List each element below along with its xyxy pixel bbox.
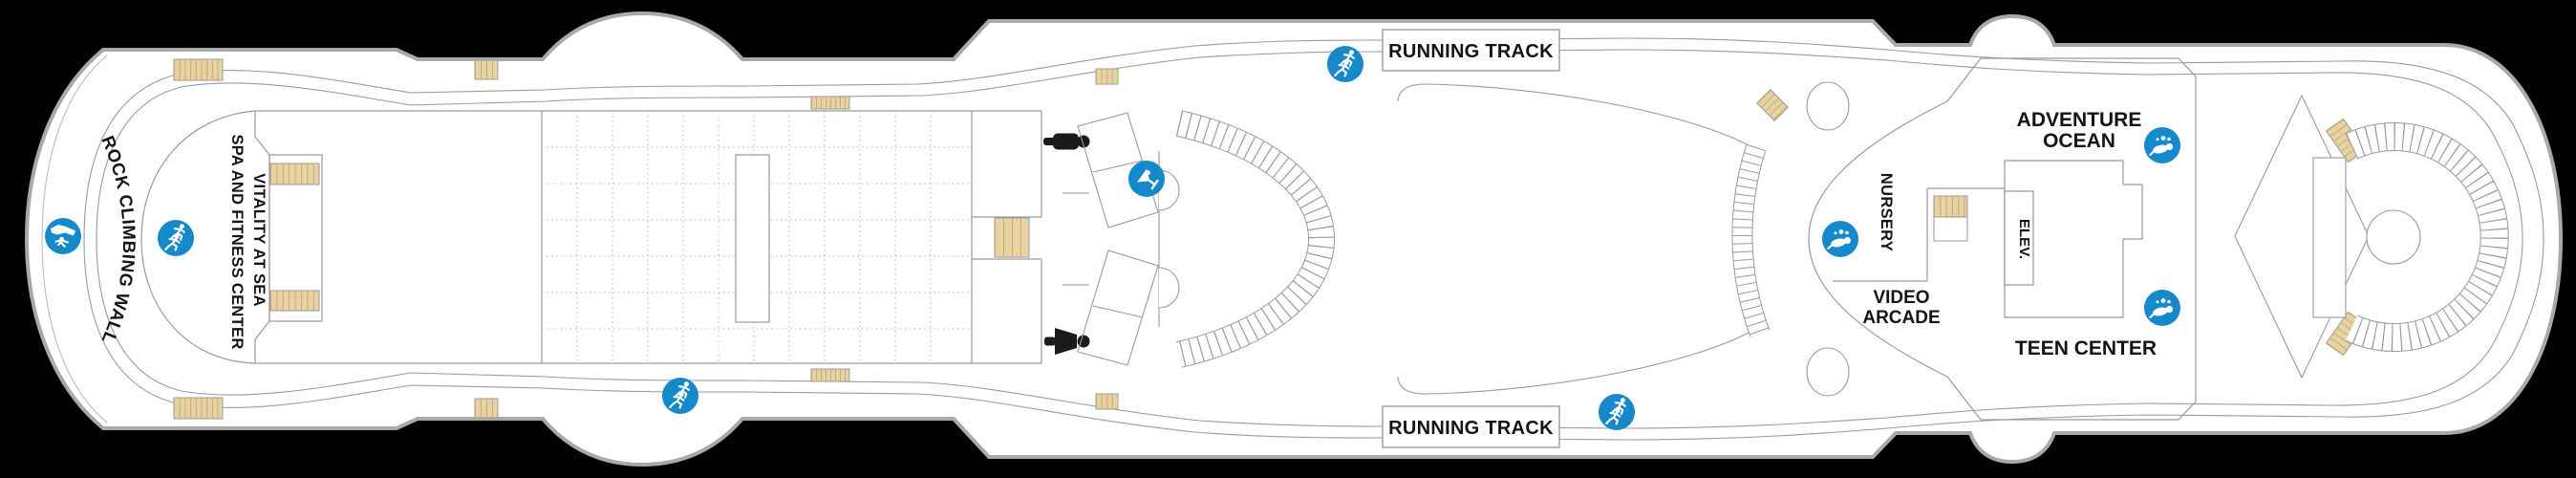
runners-icon-track-bottom (1599, 394, 1635, 430)
kids-play-icon-ao-top (2144, 127, 2180, 163)
venue-icons (45, 46, 2180, 430)
hull-outline (24, 11, 2564, 467)
bow-structure (2312, 157, 2347, 318)
stairs-spa-top (269, 163, 320, 185)
stairs-nursery (1933, 195, 1968, 242)
stairs-main-center (994, 217, 1030, 258)
runners-icon-court (662, 378, 698, 414)
martini-icon (1128, 161, 1165, 197)
runners-icon-track-top (1327, 46, 1363, 82)
spa-horseshoe-wall (140, 110, 256, 364)
funnel-circle-top (1806, 81, 1850, 131)
complex-outline (1808, 57, 2197, 421)
stairs-track-top (1095, 68, 1119, 85)
stairs-deck-top-small (474, 59, 499, 80)
adventure-ocean-complex (1808, 57, 2197, 421)
nursery-label: NURSERY (1878, 173, 1895, 251)
spa-stairwell-enclosure (268, 154, 323, 322)
adventure-ocean-label-line1: ADVENTURE (2017, 109, 2142, 131)
amphitheater (1063, 110, 1336, 368)
video-arcade-label-line2: ARCADE (1862, 308, 1940, 328)
video-arcade-label-line1: VIDEO (1873, 288, 1929, 308)
bow-area (2234, 94, 2509, 380)
stairs-stern-bottom (173, 397, 224, 420)
seating-quad-bottom (1077, 250, 1159, 366)
adventure-ocean-label-line2: OCEAN (2043, 130, 2115, 152)
stairs (173, 58, 2367, 420)
runners-icon-fitness (158, 220, 194, 256)
elevator-shaft (2004, 190, 2034, 286)
stern-bulwark-line (41, 54, 108, 424)
stairs-angled-middeck (1756, 89, 1789, 121)
male-restroom-icon (1043, 133, 1090, 150)
stairs-spa-bottom (269, 290, 320, 312)
kids-play-icon-ao-bottom (2144, 290, 2180, 326)
stage-bump-bottom (1158, 267, 1180, 309)
middeck-boundary (1397, 83, 1751, 395)
svg-text:RUNNING TRACK: RUNNING TRACK (1388, 418, 1554, 439)
running-track-label-bottom: RUNNING TRACK (1382, 405, 1560, 448)
spa-label-line2: SPA AND FITNESS CENTER (228, 134, 246, 349)
stairs-court-top (810, 96, 850, 110)
stairs-stern-top (173, 58, 224, 81)
bow-circle (2366, 209, 2421, 265)
svg-text:RUNNING TRACK: RUNNING TRACK (1388, 41, 1554, 62)
stairs-track-bottom (1095, 393, 1119, 410)
winding-staircase (1731, 143, 1771, 337)
seating-ticks (1063, 192, 1089, 286)
running-track-label-top: RUNNING TRACK (1382, 29, 1560, 72)
running-track-lane (83, 37, 2544, 441)
rock-climber-icon (45, 218, 81, 254)
complex-partitions (1833, 187, 2005, 282)
seating-quad-top (1077, 112, 1159, 228)
elevator-label: ELEV. (2016, 219, 2032, 259)
kids-play-icon-nursery (1822, 221, 1858, 257)
funnel-circle-bottom (1806, 347, 1850, 397)
teen-center-label: TEEN CENTER (2015, 337, 2157, 359)
inner-room (2004, 160, 2143, 318)
stairs-deck-bottom-small (474, 398, 499, 419)
spa-label-line1: VITALITY AT SEA (250, 173, 268, 307)
court-feature (735, 154, 770, 323)
female-restroom-icon (1044, 328, 1090, 355)
stairs-court-bottom (810, 368, 850, 382)
